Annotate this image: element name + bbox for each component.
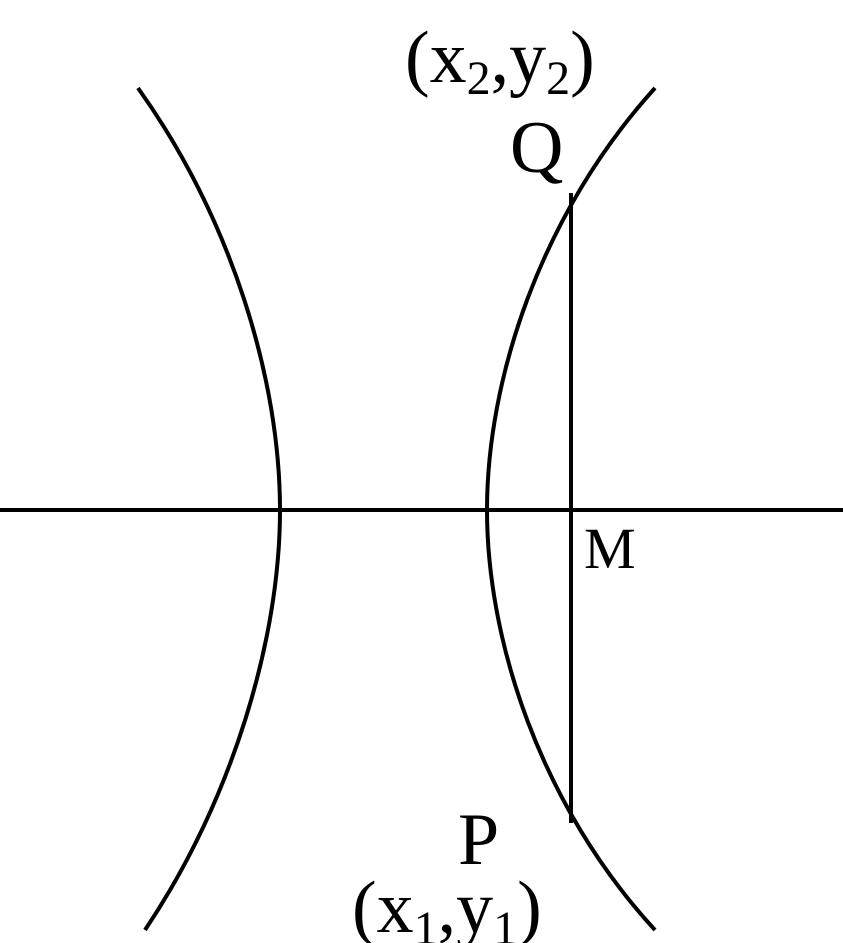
left-branch [136, 86, 283, 932]
label-q: Q [510, 107, 563, 189]
label-m: M [584, 516, 636, 581]
label-p-coordinates: (x1,y1) [352, 867, 542, 943]
right-branch [484, 86, 657, 932]
label-p: P [458, 799, 499, 881]
label-q-coordinates: (x2,y2) [405, 17, 595, 105]
